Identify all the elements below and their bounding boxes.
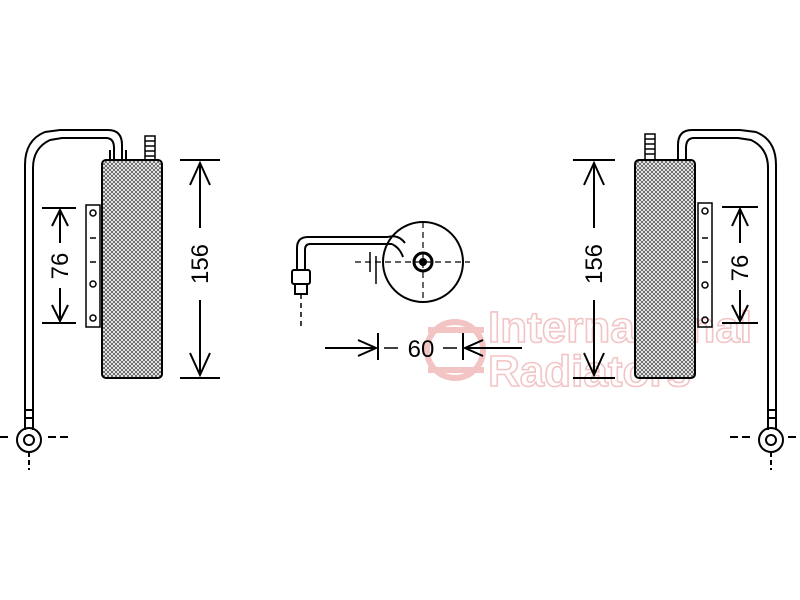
right-height-dimension-label: 156 <box>581 244 608 284</box>
left-height-dimension-label: 156 <box>187 244 214 284</box>
right-bracket-dimension <box>722 206 758 324</box>
left-bracket-dimension <box>42 207 76 324</box>
watermark-logo-icon <box>424 319 486 381</box>
left-drier-body <box>101 159 163 379</box>
right-bracket-dimension-label: 76 <box>727 255 754 282</box>
right-mount-bracket <box>697 202 713 328</box>
left-height-dimension <box>180 159 220 379</box>
left-mount-bracket <box>85 204 101 328</box>
left-pipe <box>24 129 123 430</box>
center-crosshair <box>355 222 470 302</box>
center-width-dimension <box>325 333 522 360</box>
center-top-view <box>291 221 522 360</box>
left-thread-stub <box>144 135 156 163</box>
center-pipe <box>291 235 406 326</box>
right-drier-assembly <box>573 129 800 470</box>
left-bracket-dimension-label: 76 <box>47 253 74 280</box>
left-drier-assembly <box>0 129 220 470</box>
right-drier-body <box>634 159 696 379</box>
center-width-dimension-label: 60 <box>408 336 435 363</box>
right-height-dimension <box>573 159 615 379</box>
right-pipe <box>677 129 777 430</box>
right-fitting-icon <box>730 427 800 470</box>
right-thread-stub <box>644 133 656 163</box>
left-fitting-icon <box>0 427 70 470</box>
